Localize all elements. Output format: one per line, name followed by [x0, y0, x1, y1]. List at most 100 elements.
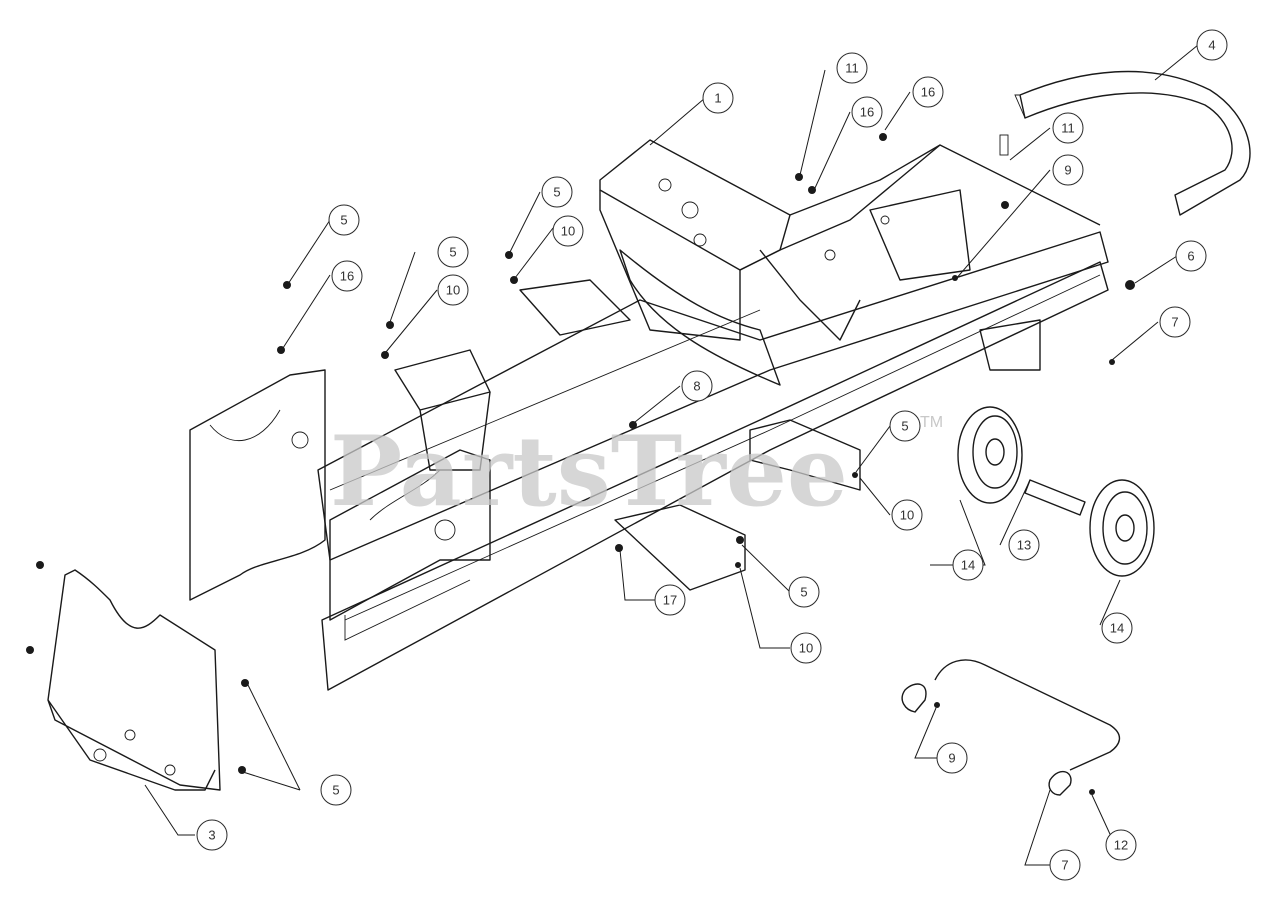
callout-circle	[1052, 112, 1084, 144]
rod-assembly	[901, 659, 1121, 796]
callout-upper-nut[interactable]: 16	[851, 96, 883, 128]
callout-rod-lever[interactable]: 7	[1049, 849, 1081, 881]
callout-label: 16	[860, 105, 874, 120]
callout-circle	[889, 410, 921, 442]
callout-label: 8	[693, 379, 700, 394]
callout-label: 1	[714, 91, 721, 106]
callout-circle	[541, 176, 573, 208]
shaft	[1024, 479, 1086, 516]
callout-label: 7	[1061, 858, 1068, 873]
callout-circle	[552, 215, 584, 247]
callout-circle	[331, 260, 363, 292]
callout-spring[interactable]: 11	[1052, 112, 1084, 144]
callout-label: 5	[800, 585, 807, 600]
callout-circle	[437, 236, 469, 268]
callout-circle	[1196, 29, 1228, 61]
callout-label: 5	[332, 783, 339, 798]
callout-label: 10	[561, 224, 575, 239]
callout-label: 9	[948, 751, 955, 766]
callout-circle	[702, 82, 734, 114]
callout-pulley-right[interactable]: 14	[1101, 612, 1133, 644]
callout-upper-bolt[interactable]: 11	[836, 52, 868, 84]
callout-nut-left[interactable]: 16	[331, 260, 363, 292]
callout-bracket-screw[interactable]: 5	[788, 576, 820, 608]
callout-label: 6	[1187, 249, 1194, 264]
callout-label: 4	[1208, 38, 1215, 53]
callout-screw-left[interactable]: 5	[328, 204, 360, 236]
callout-circle	[851, 96, 883, 128]
callout-label: 10	[900, 508, 914, 523]
callout-circle	[936, 742, 968, 774]
callout-frame-assembly[interactable]: 1	[702, 82, 734, 114]
callout-label: 12	[1114, 838, 1128, 853]
pulley-left	[957, 406, 1023, 504]
callout-label: 11	[845, 61, 859, 76]
callout-bolt-right[interactable]: 6	[1175, 240, 1207, 272]
callout-bracket-bolt[interactable]: 17	[654, 584, 686, 616]
callout-label: 14	[961, 558, 975, 573]
callout-shield-screws[interactable]: 5	[320, 774, 352, 806]
callout-label: 17	[663, 593, 677, 608]
callout-circle	[437, 274, 469, 306]
callout-screw-mid[interactable]: 5	[541, 176, 573, 208]
callout-circle	[681, 370, 713, 402]
watermark-text: PartsTree	[330, 415, 848, 528]
callout-label: 7	[1171, 315, 1178, 330]
watermark-trademark: TM	[920, 414, 943, 431]
callout-label: 11	[1061, 121, 1075, 136]
callout-screw-mid-left[interactable]: 5	[437, 236, 469, 268]
left-side-plate	[189, 369, 491, 621]
callout-label: 10	[446, 283, 460, 298]
callout-label: 3	[208, 828, 215, 843]
callout-rod-pin[interactable]: 12	[1105, 829, 1137, 861]
callout-pin-right[interactable]: 7	[1159, 306, 1191, 338]
callout-nut-mid-left[interactable]: 10	[437, 274, 469, 306]
callout-circle	[320, 774, 352, 806]
callout-circle	[328, 204, 360, 236]
callout-screw-center-right[interactable]: 5	[889, 410, 921, 442]
callout-circle	[196, 819, 228, 851]
callout-label: 5	[340, 213, 347, 228]
callout-shaft[interactable]: 13	[1008, 529, 1040, 561]
callout-circle	[1159, 306, 1191, 338]
callout-upper-nut-right[interactable]: 16	[912, 76, 944, 108]
callout-label: 16	[340, 269, 354, 284]
callout-circle	[1008, 529, 1040, 561]
callout-pulley-left[interactable]: 14	[952, 549, 984, 581]
callout-bracket-nut[interactable]: 10	[790, 632, 822, 664]
callout-label: 13	[1017, 538, 1031, 553]
callout-nut-mid[interactable]: 10	[552, 215, 584, 247]
handle-bar	[1014, 70, 1251, 216]
rear-shield	[47, 569, 221, 791]
callout-rod-clip[interactable]: 9	[936, 742, 968, 774]
callout-circle	[790, 632, 822, 664]
callout-label: 5	[553, 185, 560, 200]
callout-circle	[654, 584, 686, 616]
callout-circle	[891, 499, 923, 531]
callout-circle	[1101, 612, 1133, 644]
callout-circle	[1105, 829, 1137, 861]
callout-circle	[1175, 240, 1207, 272]
callout-handle-bar[interactable]: 4	[1196, 29, 1228, 61]
callout-label: 5	[449, 245, 456, 260]
callout-screw-center[interactable]: 8	[681, 370, 713, 402]
callout-circle	[1052, 154, 1084, 186]
pulley-right	[1089, 479, 1155, 577]
callout-label: 14	[1110, 621, 1124, 636]
callout-label: 10	[799, 641, 813, 656]
leader-lines	[144, 44, 1199, 866]
callout-circle	[1049, 849, 1081, 881]
callout-circle	[788, 576, 820, 608]
callout-rear-shield[interactable]: 3	[196, 819, 228, 851]
callout-label: 9	[1064, 163, 1071, 178]
callout-nut-center-right[interactable]: 10	[891, 499, 923, 531]
callout-circle	[836, 52, 868, 84]
callout-label: 16	[921, 85, 935, 100]
callout-circle	[952, 549, 984, 581]
main-frame	[317, 231, 1109, 691]
callout-label: 5	[901, 419, 908, 434]
callout-circle	[912, 76, 944, 108]
callout-pulley-bracket[interactable]: 9	[1052, 154, 1084, 186]
frame-console	[599, 139, 1101, 386]
